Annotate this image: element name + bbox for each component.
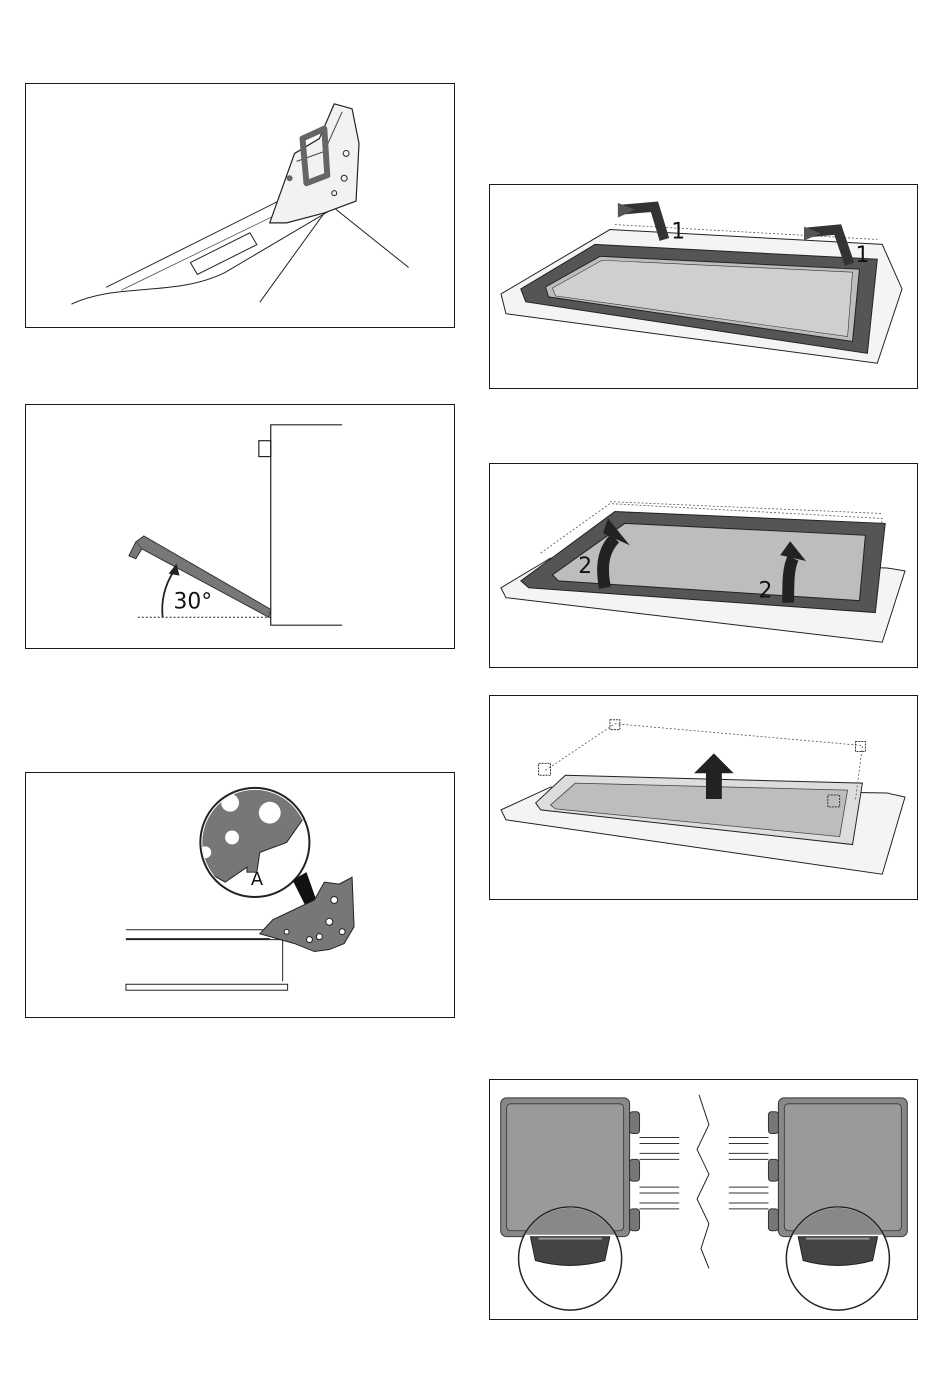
- step3-illustration: [490, 696, 917, 899]
- angle-illustration: 30°: [26, 405, 454, 648]
- figure-lift-glass-step3: [489, 695, 918, 900]
- step1-label-right: 1: [856, 243, 870, 268]
- angle-label: 30°: [174, 589, 213, 614]
- figure-remove-trim-step2: 2 2: [489, 463, 918, 668]
- hinge-illustration: [26, 84, 454, 327]
- callout-label: A: [251, 869, 264, 890]
- figure-door-angle: 30°: [25, 404, 455, 649]
- figure-glass-panels: [489, 1079, 918, 1320]
- glass-panels-illustration: [490, 1080, 917, 1319]
- step1-label-left: 1: [671, 219, 685, 244]
- step1-illustration: 1 1: [490, 185, 917, 388]
- step2-label-left: 2: [578, 554, 592, 579]
- step2-illustration: 2 2: [490, 464, 917, 667]
- step2-label-right: 2: [758, 579, 772, 604]
- figure-hinge-detail: A: [25, 772, 455, 1018]
- hinge-detail-illustration: A: [26, 773, 454, 1017]
- figure-remove-trim-step1: 1 1: [489, 184, 918, 389]
- figure-door-hinge: [25, 83, 455, 328]
